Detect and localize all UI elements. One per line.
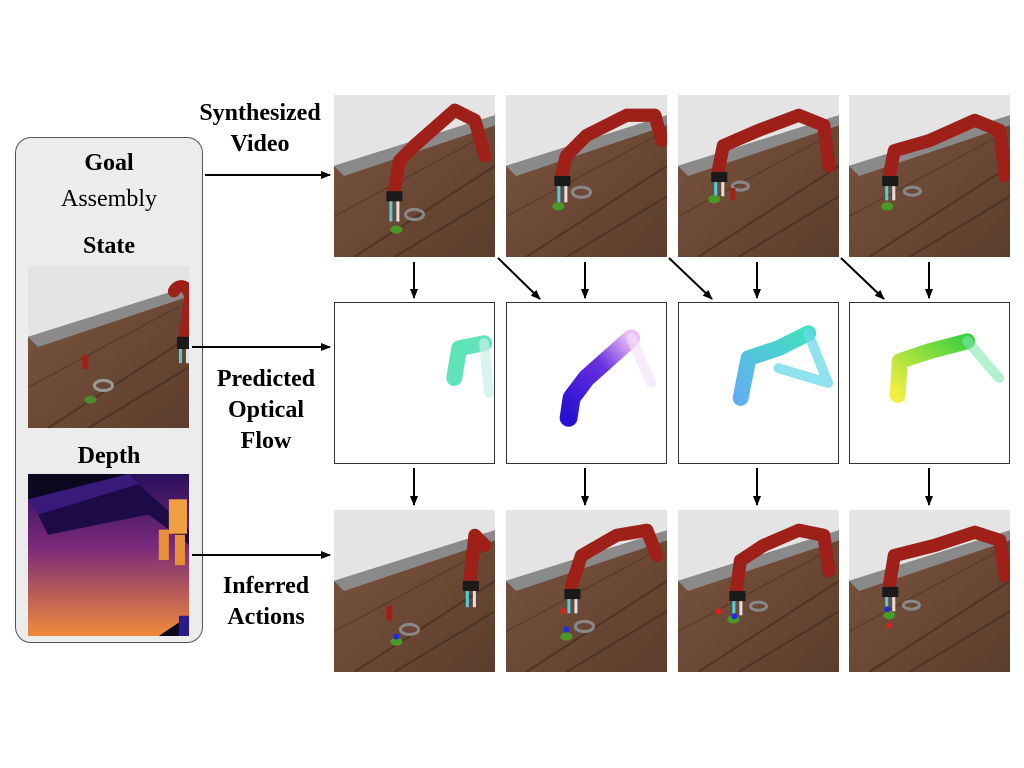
state-image	[28, 266, 189, 428]
action-frame-4	[849, 510, 1010, 672]
flow-frame-3	[678, 302, 839, 464]
row-label-flow: Predicted Optical Flow	[216, 366, 316, 454]
action-frame-2	[506, 510, 667, 672]
depth-image	[28, 474, 189, 636]
arrow-diagonal	[497, 257, 541, 300]
flow-frame-1	[334, 302, 495, 464]
arrow-diagonal	[840, 257, 885, 300]
depth-title: Depth	[77, 443, 141, 469]
flow-frame-4	[849, 302, 1010, 464]
action-frame-3	[678, 510, 839, 672]
video-frame-4	[849, 95, 1010, 257]
arrow-diagonal	[668, 257, 713, 300]
state-title: State	[83, 233, 135, 259]
video-frame-1	[334, 95, 495, 257]
goal-title: Goal	[84, 150, 134, 176]
goal-value: Assembly	[61, 186, 157, 212]
video-frame-2	[506, 95, 667, 257]
flow-frame-2	[506, 302, 667, 464]
row-label-video: Synthesized Video	[199, 100, 321, 157]
video-frame-3	[678, 95, 839, 257]
row-label-actions: Inferred Actions	[222, 573, 310, 630]
action-frame-1	[334, 510, 495, 672]
